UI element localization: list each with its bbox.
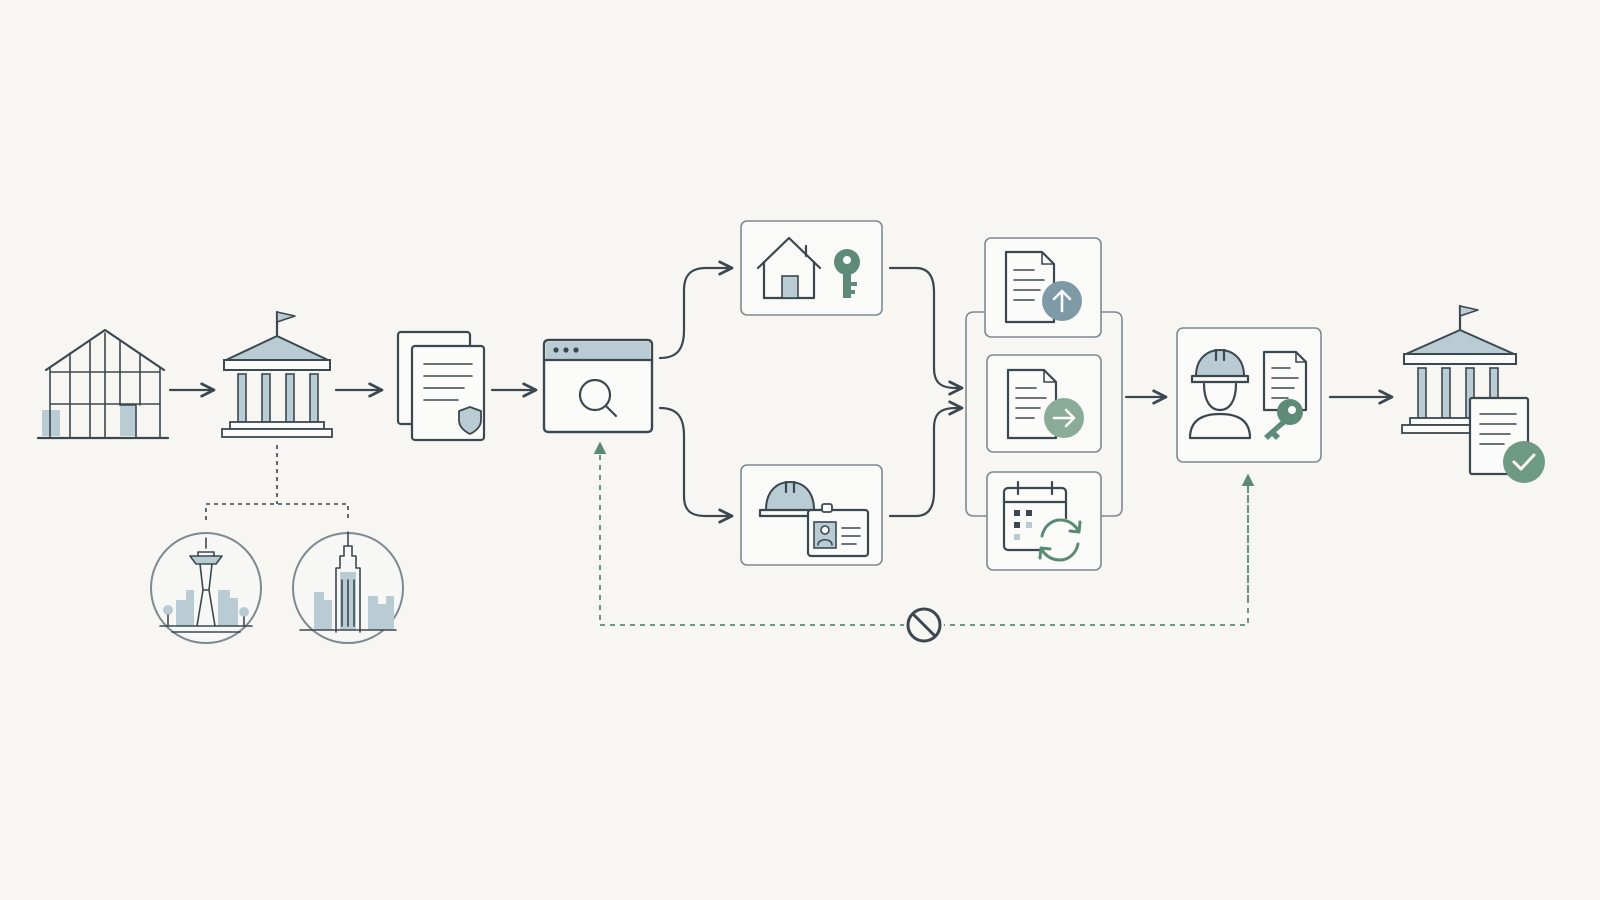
arrow-homeowner-to-submission — [888, 266, 964, 396]
government-building-icon — [221, 310, 333, 438]
house-key-icon[interactable] — [740, 220, 883, 316]
government-document-check-icon — [1401, 304, 1545, 483]
empire-state-icon — [292, 531, 404, 644]
calendar-refresh-icon[interactable] — [986, 471, 1102, 571]
arrow-search-to-contractor — [658, 406, 734, 524]
space-needle-icon — [150, 532, 262, 644]
arrow-contractor-to-submission — [888, 400, 964, 518]
document-shield-icon — [396, 330, 486, 442]
worker-document-key-icon[interactable] — [1176, 327, 1322, 463]
document-upload-icon[interactable] — [984, 237, 1102, 338]
building-frame-icon — [36, 328, 170, 440]
submission-group-bracket — [965, 311, 1123, 517]
arrow-search-to-homeowner — [658, 260, 734, 360]
browser-search-icon[interactable] — [542, 338, 654, 434]
document-forward-icon[interactable] — [986, 354, 1102, 453]
dashed-link-to-jurisdictions — [205, 445, 349, 520]
hardhat-id-card-icon[interactable] — [740, 464, 883, 566]
dashed-rejection-loop — [593, 441, 1249, 626]
prohibited-icon — [904, 605, 944, 645]
